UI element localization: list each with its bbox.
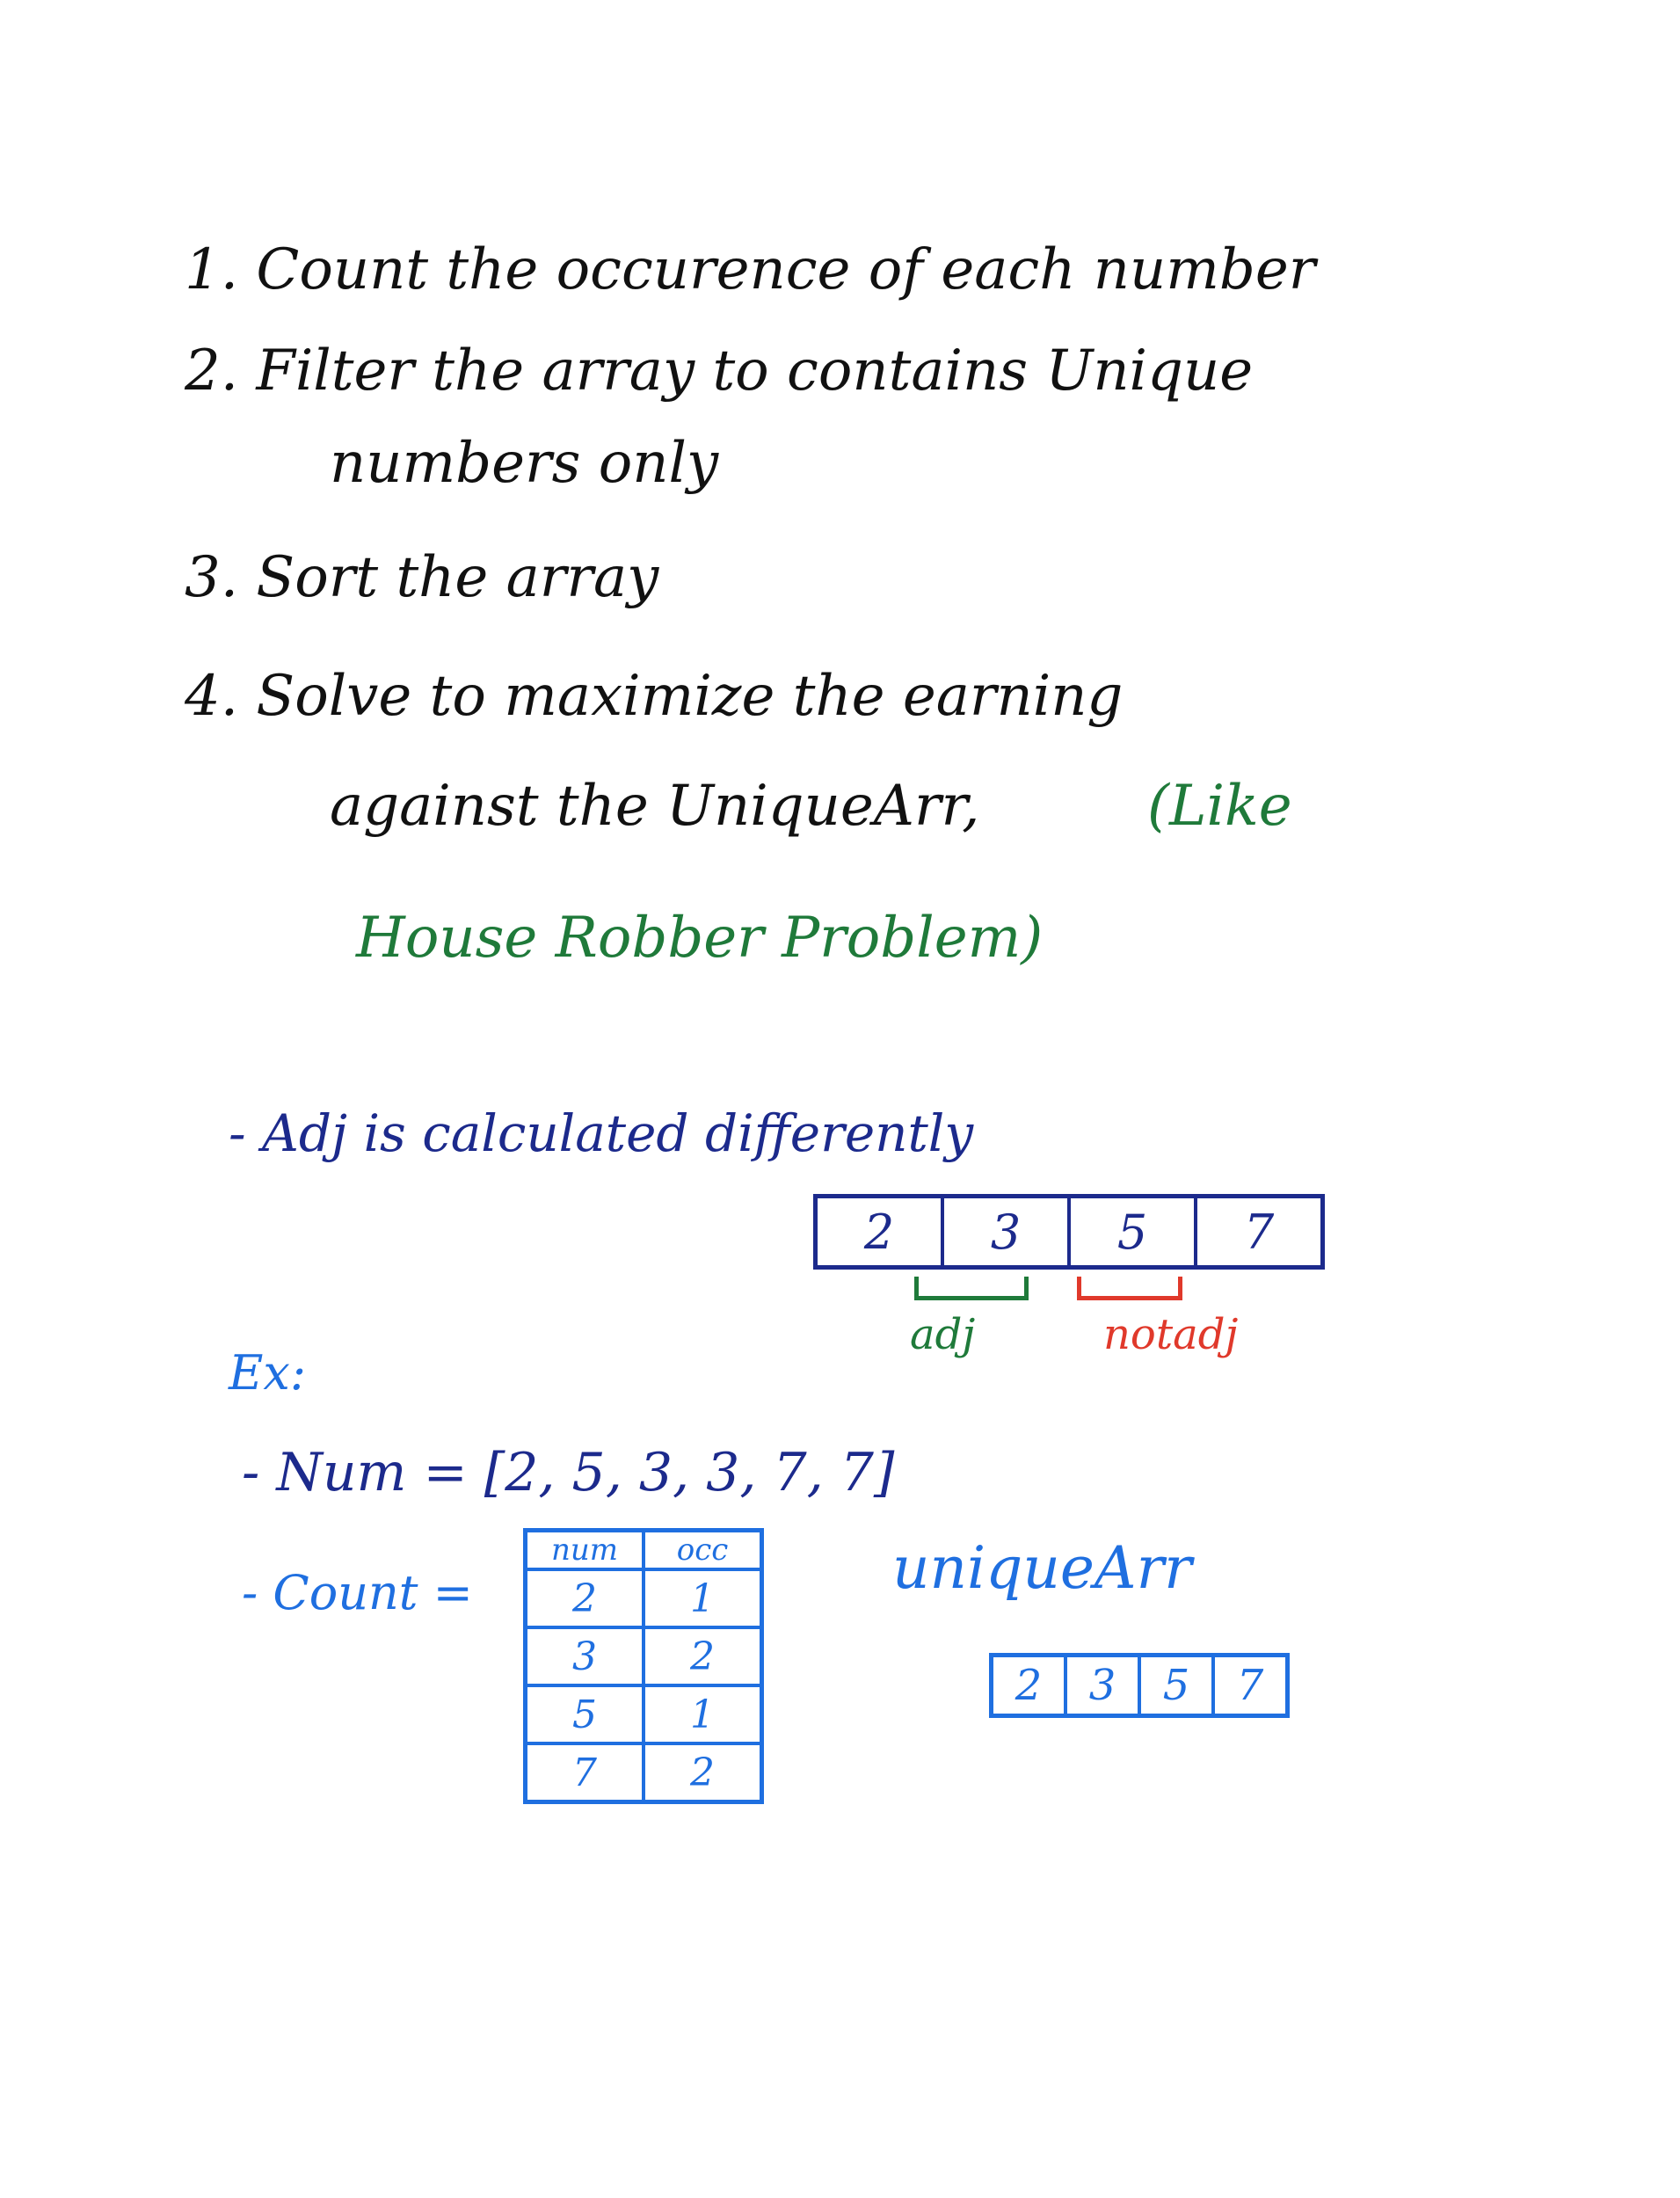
adj-label: adj bbox=[910, 1310, 976, 1359]
step-4-continued: against the UniqueArr, bbox=[330, 774, 980, 839]
step-4: 4. Solve to maximize the earning bbox=[185, 664, 1124, 729]
notadj-label: notadj bbox=[1103, 1310, 1239, 1359]
num-array-line: - Num = [2, 5, 3, 3, 7, 7] bbox=[242, 1442, 895, 1503]
table-row: 2 1 bbox=[523, 1568, 764, 1629]
count-cell-num: 3 bbox=[523, 1626, 645, 1687]
count-cell-occ: 2 bbox=[642, 1742, 764, 1804]
unique-arr-label: uniqueArr bbox=[892, 1534, 1192, 1602]
unique-array-cell: 3 bbox=[1067, 1657, 1141, 1714]
count-header-num: num bbox=[523, 1528, 645, 1571]
count-cell-num: 2 bbox=[523, 1568, 645, 1629]
count-label: - Count = bbox=[242, 1565, 473, 1620]
adj-array-cell: 3 bbox=[944, 1198, 1071, 1265]
count-cell-num: 5 bbox=[523, 1684, 645, 1745]
house-robber-note: House Robber Problem) bbox=[356, 906, 1044, 971]
step-3: 3. Sort the array bbox=[185, 545, 659, 610]
adj-bracket bbox=[914, 1277, 1029, 1300]
adj-note: - Adj is calculated differently bbox=[229, 1103, 974, 1163]
adj-array-cell: 2 bbox=[818, 1198, 944, 1265]
unique-array-cell: 2 bbox=[993, 1657, 1067, 1714]
count-cell-occ: 1 bbox=[642, 1568, 764, 1629]
count-cell-occ: 2 bbox=[642, 1626, 764, 1687]
unique-array-cell: 7 bbox=[1236, 1661, 1264, 1710]
adj-array-cell: 7 bbox=[1243, 1204, 1275, 1260]
example-label: Ex: bbox=[229, 1345, 307, 1401]
house-robber-note-start: (Like bbox=[1147, 774, 1292, 839]
unique-array: 2 3 5 7 bbox=[989, 1653, 1290, 1718]
step-1: 1. Count the occurence of each number bbox=[185, 237, 1316, 302]
adj-array: 2 3 5 7 bbox=[813, 1194, 1325, 1270]
count-cell-num: 7 bbox=[523, 1742, 645, 1804]
table-row: 7 2 bbox=[523, 1742, 764, 1804]
table-row: 3 2 bbox=[523, 1626, 764, 1687]
step-2: 2. Filter the array to contains Unique bbox=[185, 338, 1254, 404]
notadj-bracket bbox=[1077, 1277, 1182, 1300]
count-header-occ: occ bbox=[642, 1528, 764, 1571]
adj-array-cell: 5 bbox=[1071, 1198, 1197, 1265]
unique-array-cell: 5 bbox=[1141, 1657, 1215, 1714]
count-table: num occ 2 1 3 2 5 1 7 2 bbox=[523, 1528, 764, 1804]
table-row: 5 1 bbox=[523, 1684, 764, 1745]
count-cell-occ: 1 bbox=[642, 1684, 764, 1745]
step-2-continued: numbers only bbox=[330, 431, 719, 496]
